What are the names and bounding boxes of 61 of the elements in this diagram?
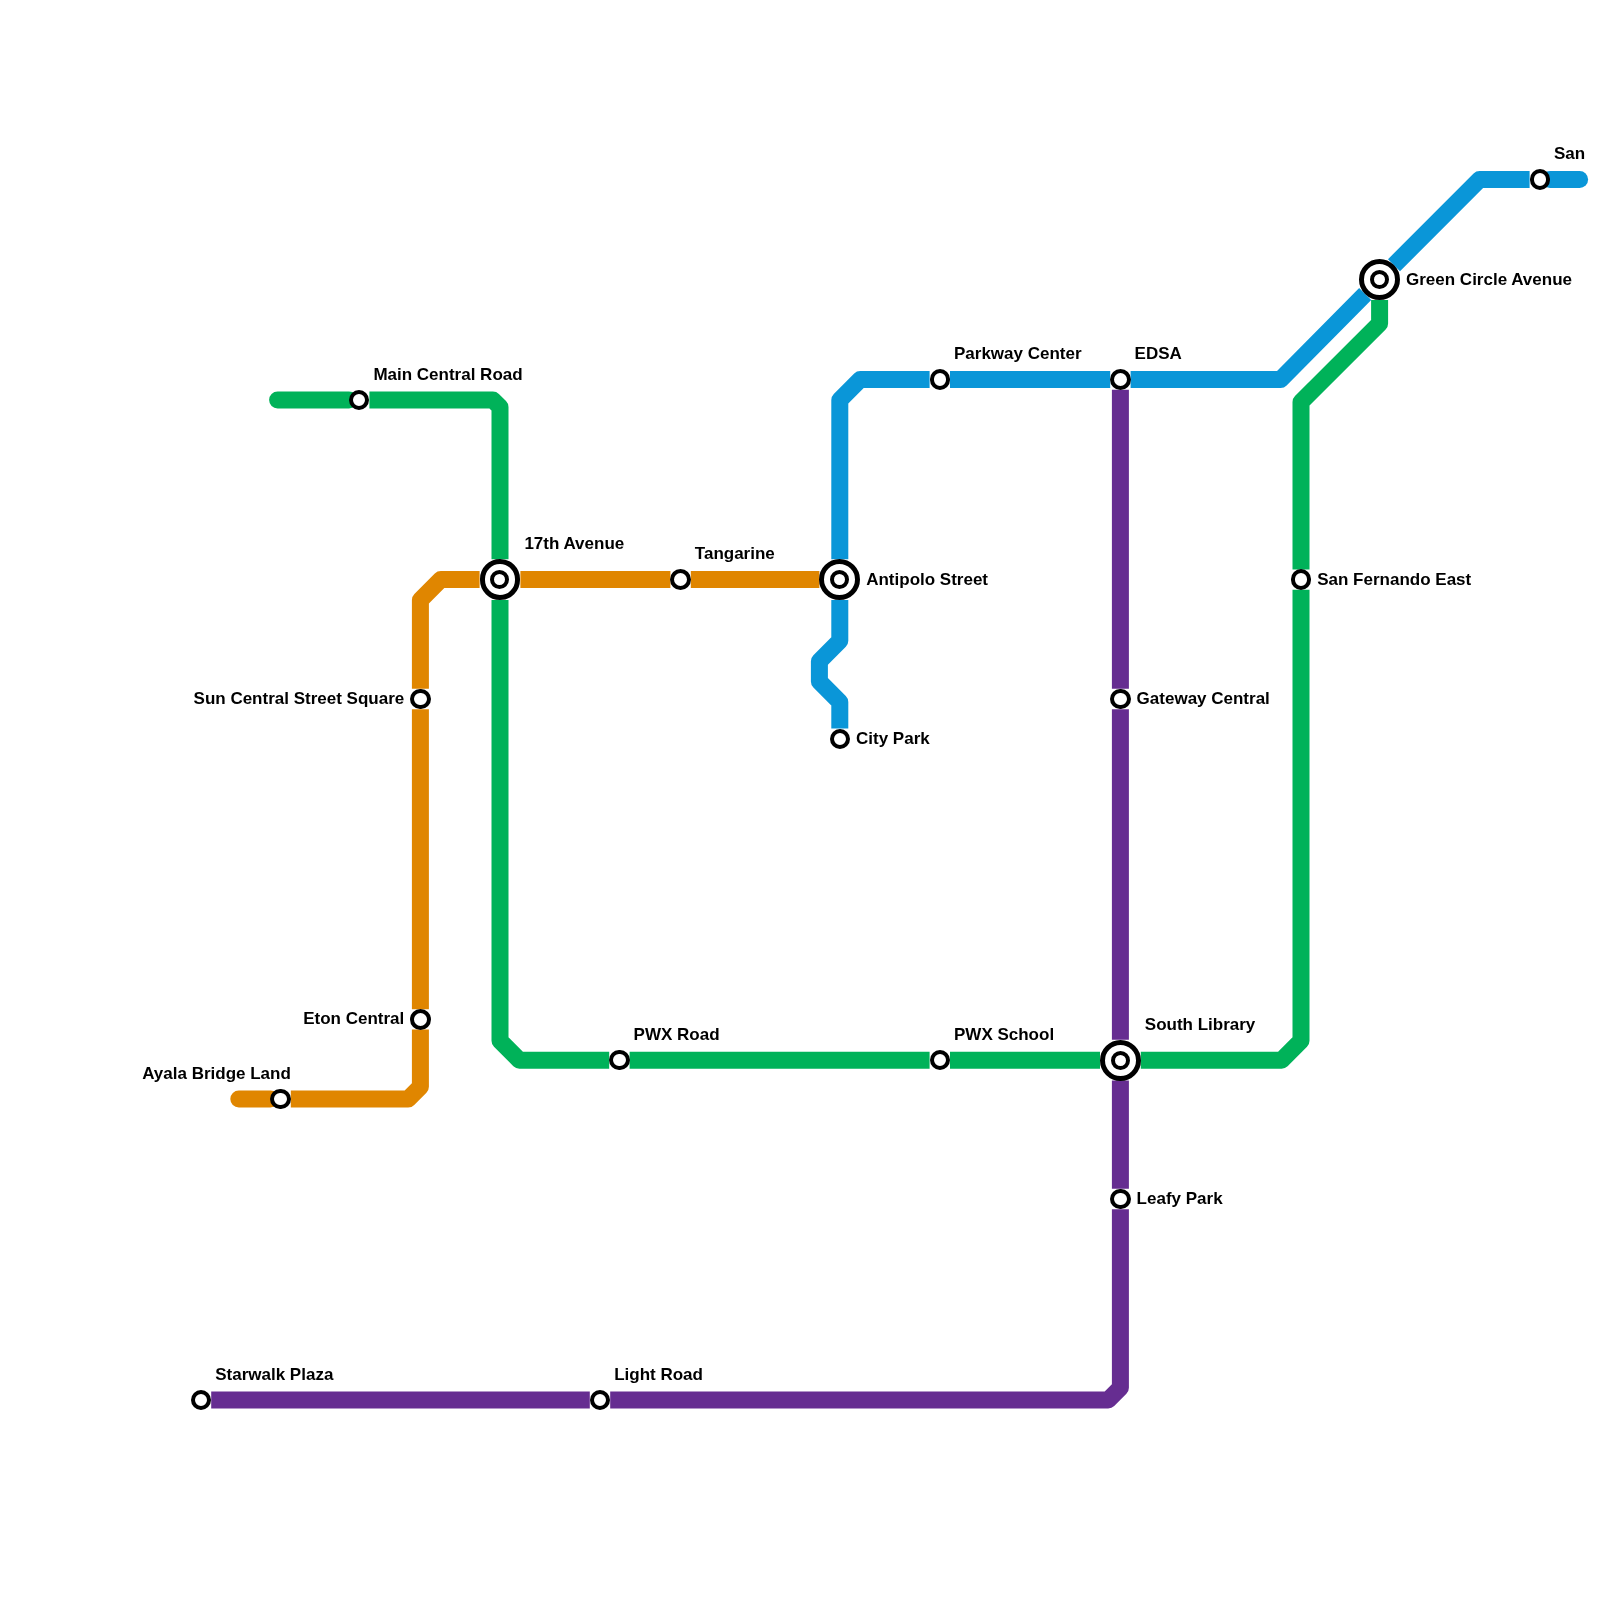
station-marker xyxy=(929,369,950,390)
station-label: Eton Central xyxy=(303,1008,405,1031)
station-marker xyxy=(609,1050,630,1071)
interchange-marker xyxy=(479,559,521,600)
rail-line xyxy=(369,391,509,560)
rail-line xyxy=(629,1051,930,1069)
rail-line xyxy=(411,571,480,689)
rail-line xyxy=(520,571,671,589)
rail-line xyxy=(411,709,429,1010)
station-label: EDSA xyxy=(1134,343,1182,366)
rail-line xyxy=(831,371,930,560)
station-label: Light Road xyxy=(614,1363,703,1386)
rail-line xyxy=(810,600,849,729)
station-label: Green Circle Avenue xyxy=(1406,268,1572,291)
station-marker xyxy=(410,688,431,710)
station-label: Ayala Bridge Land xyxy=(142,1062,291,1085)
rail-line xyxy=(950,371,1111,389)
station-marker xyxy=(1529,169,1550,190)
station-label: Antipolo Street xyxy=(866,568,989,591)
station-marker xyxy=(1110,688,1131,710)
station-marker xyxy=(670,569,691,590)
rail-line xyxy=(1130,288,1372,389)
station-label: Leafy Park xyxy=(1136,1187,1223,1210)
station-label: Parkway Center xyxy=(954,343,1082,366)
rail-line xyxy=(610,1209,1129,1409)
rail-line xyxy=(491,600,610,1069)
station-label: 17th Avenue xyxy=(524,533,625,556)
rail-line xyxy=(950,1051,1100,1069)
rail-line xyxy=(1111,709,1129,1040)
station-marker xyxy=(829,728,850,749)
interchange-marker xyxy=(819,559,861,600)
rail-line xyxy=(1111,1080,1129,1189)
station-marker xyxy=(348,389,370,411)
interchange-marker xyxy=(1100,1039,1141,1081)
station-marker xyxy=(1110,369,1131,390)
rail-line xyxy=(1388,171,1530,272)
station-marker xyxy=(410,1009,431,1030)
rail-line xyxy=(1111,389,1129,689)
station-label: Tangarine xyxy=(694,543,775,566)
station-label: PWX School xyxy=(954,1024,1055,1046)
station-label: South Library xyxy=(1144,1013,1256,1036)
station-marker xyxy=(589,1389,611,1411)
station-label: Gateway Central xyxy=(1136,687,1270,710)
rail-line xyxy=(211,1391,590,1409)
station-label: Sun Central Street Square xyxy=(193,687,405,710)
station-marker xyxy=(270,1088,291,1110)
rail-line xyxy=(290,1029,429,1108)
station-marker xyxy=(929,1050,950,1071)
station-marker xyxy=(1290,569,1312,590)
station-marker xyxy=(1110,1188,1131,1210)
station-label: PWX Road xyxy=(633,1024,720,1046)
rail-line xyxy=(690,571,820,589)
station-marker xyxy=(190,1389,212,1411)
rail-line xyxy=(1140,589,1310,1069)
station-label: City Park xyxy=(856,727,930,750)
station-label: San xyxy=(1554,143,1586,166)
interchange-marker xyxy=(1359,259,1400,300)
station-label: Starwalk Plaza xyxy=(215,1363,334,1386)
station-label: Main Central Road xyxy=(373,363,523,386)
station-label: San Fernando East xyxy=(1317,568,1472,591)
rail-line xyxy=(1292,300,1389,570)
